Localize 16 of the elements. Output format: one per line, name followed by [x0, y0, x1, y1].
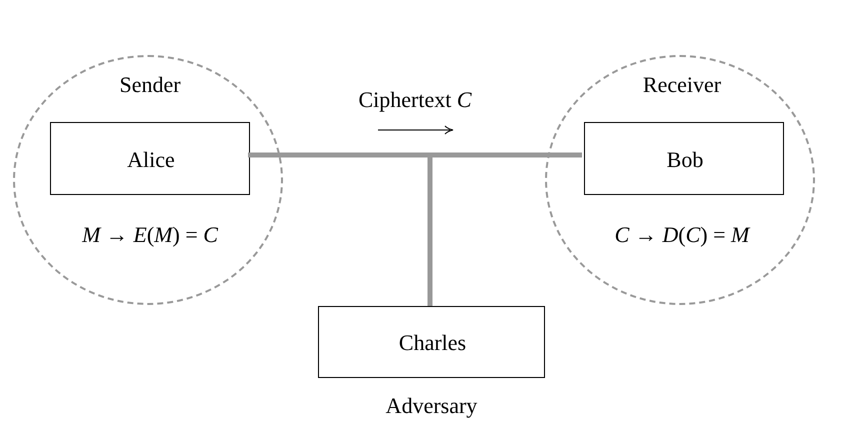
connector-line [430, 152, 582, 158]
name-label: Bob [666, 146, 704, 172]
role-label: Sender [119, 72, 181, 98]
name-box [50, 122, 250, 195]
dashed-circle [545, 55, 815, 305]
connector-line [428, 155, 432, 306]
name-box [318, 306, 545, 378]
formula: M → E(M) = C [82, 222, 218, 248]
formula: C → D(C) = M [614, 222, 750, 248]
role-label: Receiver [642, 72, 722, 98]
dashed-circle [13, 55, 283, 305]
role-label: Adversary [386, 393, 478, 419]
connector-line [248, 152, 430, 158]
name-label: Alice [127, 146, 175, 172]
name-box [584, 122, 784, 195]
name-label: Charles [398, 330, 466, 356]
